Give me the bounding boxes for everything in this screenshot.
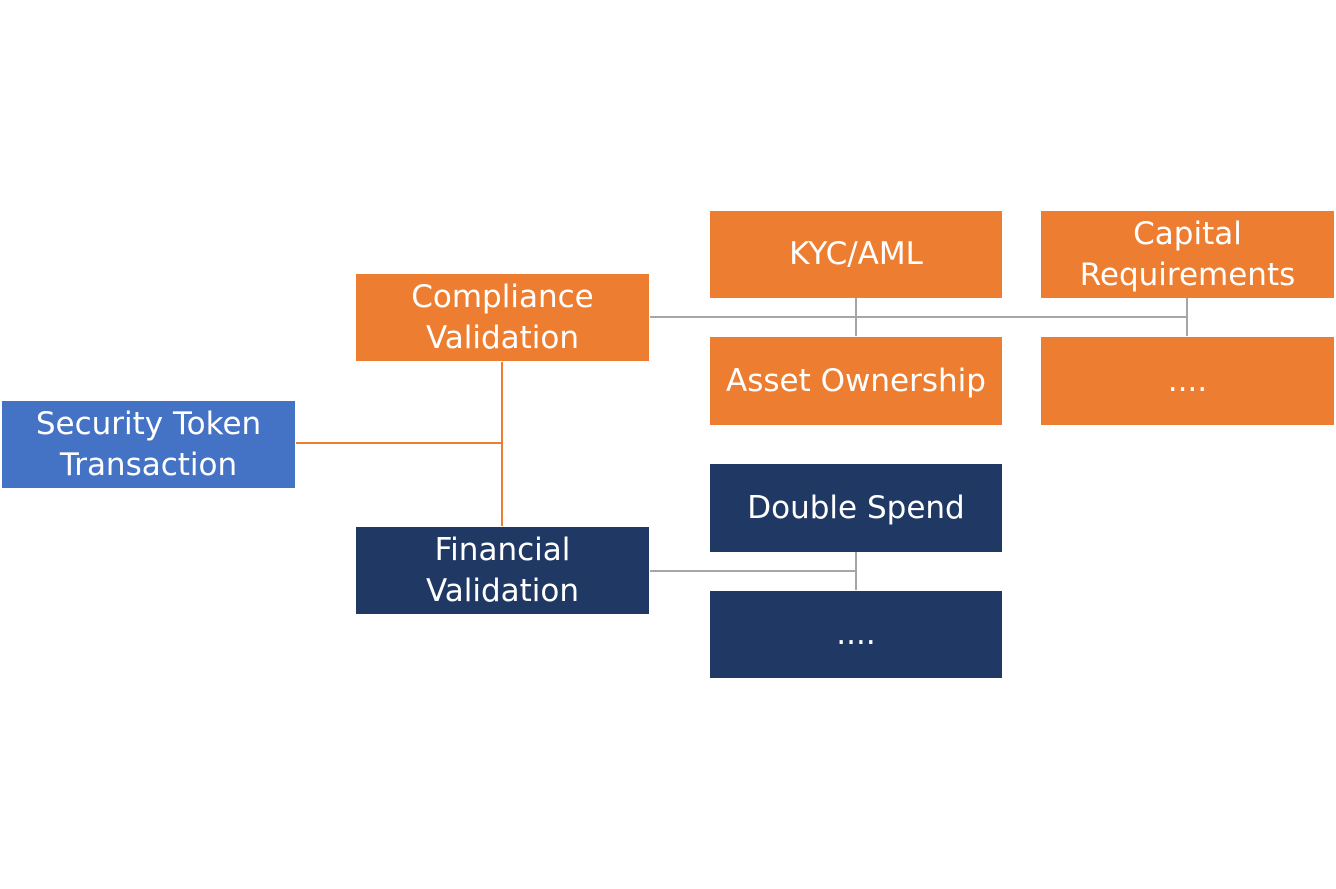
compliance-validation-node: Compliance Validation: [356, 274, 649, 361]
root-node-line-1: Security Token: [35, 405, 262, 442]
root-node-security-token-transaction: Security Token Transaction: [2, 401, 295, 488]
financial-more-node: ....: [710, 591, 1002, 678]
financial-node-line-1: Financial: [434, 531, 571, 568]
double-spend-node: Double Spend: [710, 464, 1002, 552]
compliance-node-line-1: Compliance: [411, 278, 594, 315]
asset-ownership-node: Asset Ownership: [710, 337, 1002, 425]
capital-requirements-line-2: Requirements: [1079, 256, 1296, 293]
asset-ownership-label: Asset Ownership: [726, 362, 986, 399]
financial-more-label: ....: [836, 616, 876, 652]
orange-connectors: [296, 362, 503, 526]
compliance-node-line-2: Validation: [425, 319, 580, 356]
root-node-line-2: Transaction: [59, 446, 238, 483]
financial-validation-node: Financial Validation: [356, 527, 649, 614]
compliance-more-label: ....: [1167, 362, 1208, 399]
financial-node-line-2: Validation: [425, 572, 580, 609]
capital-requirements-node: Capital Requirements: [1041, 211, 1334, 298]
kyc-aml-label: KYC/AML: [789, 236, 923, 272]
gray-connectors: [650, 298, 1188, 590]
double-spend-label: Double Spend: [747, 489, 965, 526]
kyc-aml-node: KYC/AML: [710, 211, 1002, 298]
compliance-more-node: ....: [1041, 337, 1334, 425]
capital-requirements-line-1: Capital: [1133, 215, 1242, 252]
